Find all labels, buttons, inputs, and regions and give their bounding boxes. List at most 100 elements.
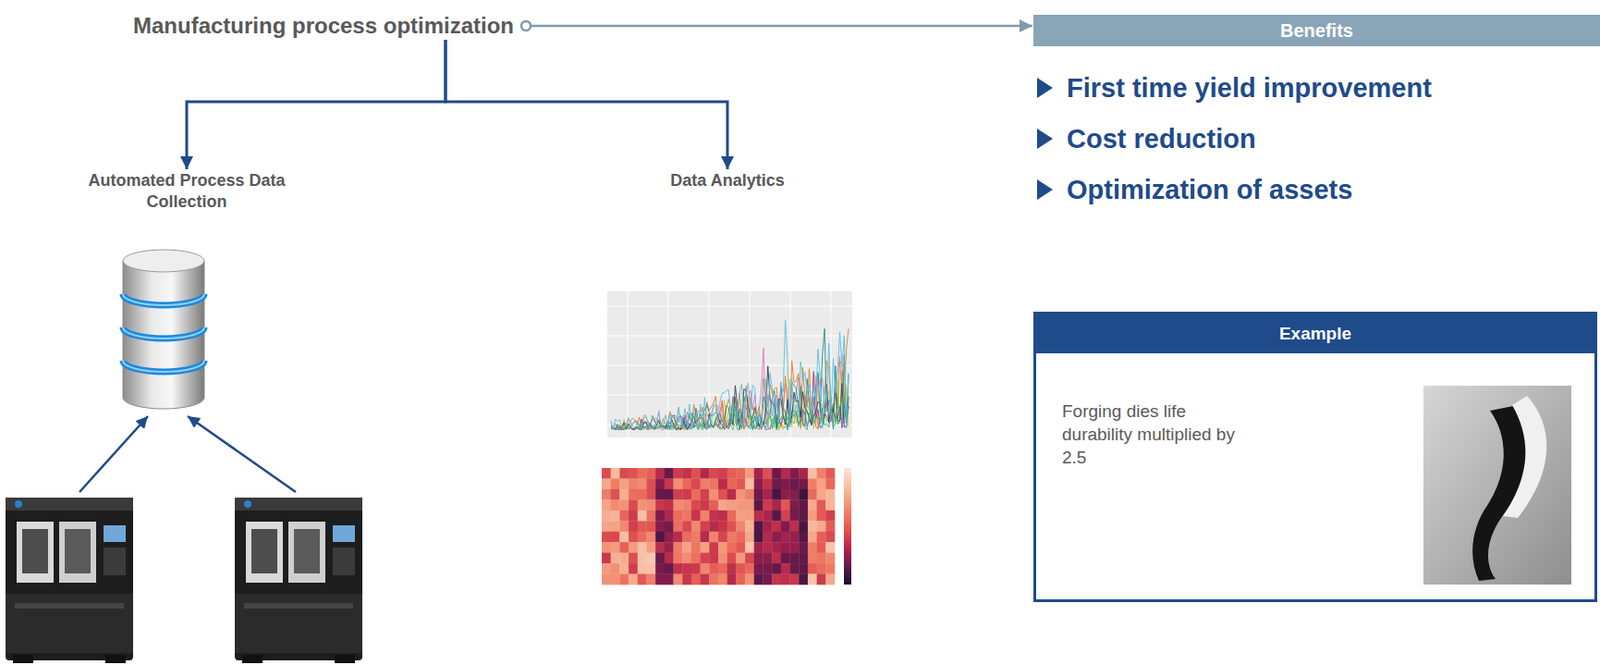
heatmap-chart: [754, 520, 764, 532]
heatmap-chart: [700, 520, 710, 532]
bullet-triangle: [1037, 179, 1053, 200]
heatmap-chart: [745, 477, 755, 489]
heatmap-chart: [628, 510, 638, 522]
heatmap-chart: [691, 531, 701, 543]
heatmap-chart: [646, 552, 656, 564]
heatmap-chart: [601, 541, 611, 553]
heatmap-chart: [745, 562, 755, 575]
heatmap-chart: [817, 552, 827, 564]
heatmap-chart: [708, 541, 719, 553]
heatmap-chart: [601, 510, 611, 522]
heatmap-chart: [727, 499, 737, 511]
heatmap-chart: [619, 488, 629, 501]
heatmap-chart: [637, 499, 648, 511]
benefit-item: Cost reduction: [1066, 122, 1257, 156]
heatmap-chart: [825, 477, 835, 489]
heatmap-chart: [781, 520, 791, 532]
heatmap-chart: [817, 477, 827, 489]
heatmap-chart: [655, 510, 665, 522]
heatmap-chart: [619, 499, 629, 511]
heatmap-chart: [708, 562, 719, 575]
heatmap-chart: [817, 510, 827, 522]
heatmap-chart: [790, 562, 800, 575]
heatmap-chart: [708, 520, 719, 532]
heatmap-chart: [807, 541, 818, 553]
heatmap-chart: [781, 541, 791, 553]
heatmap-chart: [771, 477, 782, 489]
heatmap-chart: [781, 574, 791, 586]
machine-image: [234, 497, 363, 663]
heatmap-chart: [700, 467, 710, 479]
heatmap-chart: [682, 477, 692, 489]
forging-die-photo: [1423, 385, 1572, 585]
heatmap-chart: [637, 562, 648, 575]
heatmap-chart: [754, 562, 764, 575]
heatmap-chart: [646, 562, 656, 575]
heatmap-chart: [601, 531, 611, 543]
heatmap-chart: [628, 520, 638, 532]
heatmap-chart: [762, 477, 772, 489]
heatmap-chart: [610, 510, 621, 522]
heatmap-chart: [817, 562, 827, 575]
heatmap-chart: [619, 562, 629, 575]
heatmap-chart: [781, 510, 791, 522]
heatmap-chart: [754, 552, 764, 564]
heatmap-chart: [798, 562, 808, 575]
heatmap-chart: [825, 574, 835, 586]
heatmap-chart: [745, 531, 755, 543]
database-icon: [122, 360, 205, 372]
heatmap-chart: [664, 467, 674, 479]
heatmap-chart: [700, 562, 710, 575]
data-flow-arrow: [187, 415, 296, 492]
heatmap-chart: [798, 531, 808, 543]
heatmap-chart: [781, 488, 791, 501]
database-icon: [122, 293, 205, 306]
forging-die-photo: [1423, 385, 1572, 585]
branch-heading: Data Analytics: [625, 170, 830, 192]
heatmap-chart: [718, 499, 728, 511]
line-chart: [627, 291, 629, 438]
heatmap-chart: [745, 488, 755, 501]
heatmap-chart: [673, 477, 684, 489]
heatmap-chart: [771, 488, 782, 501]
heatmap-chart: [817, 574, 827, 586]
heatmap-chart: [718, 477, 728, 489]
heatmap-chart: [610, 477, 621, 489]
heatmap-chart: [700, 552, 710, 564]
heatmap-chart: [664, 477, 674, 489]
heatmap-chart: [637, 531, 648, 543]
line-chart: [610, 328, 849, 429]
heatmap-chart: [735, 531, 746, 543]
heatmap-chart: [771, 574, 782, 586]
heatmap-chart: [727, 541, 737, 553]
node-heading: Automated Process Data Collection: [71, 170, 303, 213]
heatmap-chart: [745, 552, 755, 564]
heatmap-chart: [762, 488, 772, 501]
line-chart: [668, 291, 670, 438]
heatmap-chart: [727, 467, 737, 479]
heatmap-chart: [619, 510, 629, 522]
heatmap-chart: [619, 531, 629, 543]
heatmap-chart: [628, 574, 638, 586]
heatmap-chart: [610, 467, 621, 479]
heatmap-chart: [655, 499, 665, 511]
heatmap-chart: [682, 510, 692, 522]
heatmap-chart: [735, 467, 746, 479]
heatmap-chart: [754, 574, 764, 586]
heatmap-chart: [771, 552, 782, 564]
heatmap-chart: [781, 562, 791, 575]
heatmap-chart: [771, 562, 782, 575]
heatmap-chart: [700, 531, 710, 543]
heatmap-chart: [718, 520, 728, 532]
heatmap-chart: [790, 541, 800, 553]
database-icon: [122, 249, 205, 409]
heatmap-chart: [691, 499, 701, 511]
heatmap-chart: [745, 499, 755, 511]
heatmap-chart: [646, 467, 656, 479]
node-heading: Data Analytics: [625, 170, 830, 192]
heatmap-chart: [708, 477, 719, 489]
heatmap-chart: [727, 488, 737, 501]
heatmap-chart: [664, 574, 674, 586]
heatmap-chart: [781, 467, 791, 479]
heatmap-chart: [771, 531, 782, 543]
